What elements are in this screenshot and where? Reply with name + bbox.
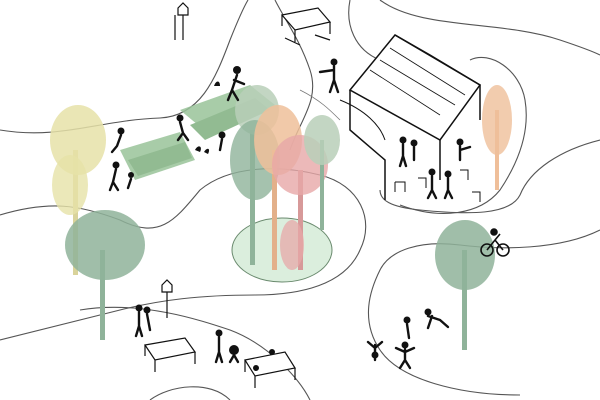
crop-field-lower — [120, 132, 195, 180]
tree-icon — [65, 210, 145, 340]
picnic-table-icon — [143, 7, 332, 388]
cyclist-icon — [480, 228, 510, 257]
birdhouse-icon — [161, 2, 189, 318]
plant-sprigs — [195, 81, 220, 154]
greenhouse-icon — [339, 34, 482, 200]
tree-icon — [435, 220, 495, 350]
tree-icon — [50, 105, 106, 275]
tree-icon — [482, 85, 512, 190]
barbecue-icon — [228, 345, 240, 364]
person-icon — [108, 58, 472, 371]
chair-icon — [394, 169, 481, 202]
tree-icon — [304, 115, 340, 230]
